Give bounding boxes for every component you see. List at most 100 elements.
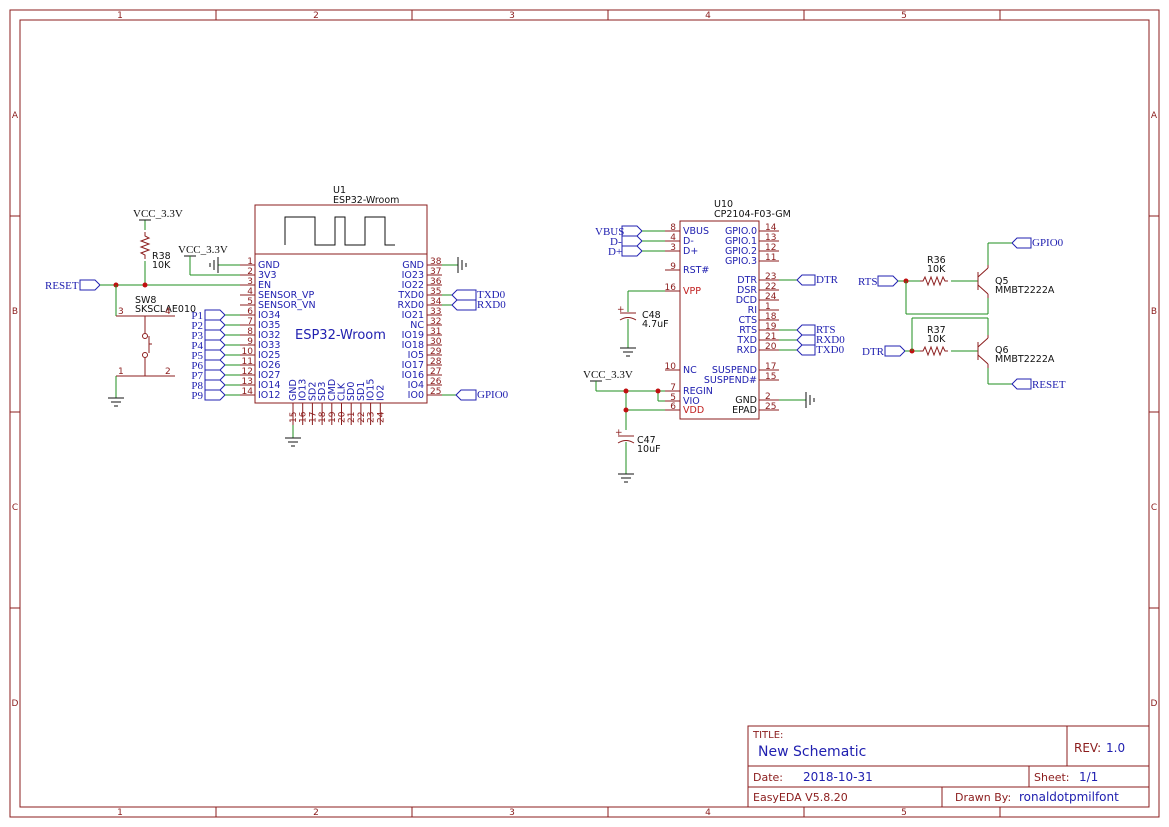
u1-pin-name: IO21 <box>402 310 424 321</box>
u1-pin-name: IO14 <box>258 380 280 391</box>
u1-esp32-module[interactable]: U1 ESP32-Wroom ESP32-Wroom <box>254 185 428 404</box>
u10-pin-num: 21 <box>765 332 776 342</box>
u1-pin-name: SENSOR_VN <box>258 300 316 311</box>
u10-pin-name: DTR <box>737 275 757 286</box>
reset-port-flag <box>79 279 101 291</box>
tool-version: EasyEDA V5.8.20 <box>753 791 848 804</box>
sw8-pin3: 3 <box>118 307 124 317</box>
io-net-label: P7 <box>191 370 203 382</box>
u1-pin-name: SENSOR_VP <box>258 290 314 301</box>
sheet-frame <box>9 9 1160 818</box>
u1-pin-num: 38 <box>430 257 442 267</box>
drawn-by-value: ronaldotpmilfont <box>1019 790 1119 804</box>
u1-pin-num: 4 <box>247 287 253 297</box>
u10-pin-num: 10 <box>665 362 677 372</box>
u10-pin-num: 22 <box>765 282 776 292</box>
u10-pin-num: 25 <box>765 402 776 412</box>
u1-pin-name: IO32 <box>258 330 280 341</box>
io-port-flag <box>204 309 226 321</box>
u10-pin-num: 4 <box>670 233 676 243</box>
reset-net-label-q: RESET <box>1032 379 1066 391</box>
u1-pin-name: SD2 <box>307 382 318 401</box>
u10-pin-name: GPIO.1 <box>725 236 757 247</box>
svg-text:+: + <box>617 305 625 315</box>
u1-pin-num: 7 <box>247 317 253 327</box>
row-label-right-d: D <box>1151 699 1158 709</box>
rxd0-net-label-esp: RXD0 <box>477 299 506 311</box>
u1-ref: U1 <box>333 185 346 196</box>
u1-pin-name: RXD0 <box>398 300 424 311</box>
u1-pin-num: 1 <box>247 257 253 267</box>
col-label-bottom-1: 1 <box>117 808 123 818</box>
u10-pin-num: 14 <box>765 223 777 233</box>
dplus-net-label: D+ <box>608 246 622 258</box>
u10-value: CP2104-F03-GM <box>714 209 791 220</box>
ground-icon <box>285 437 301 447</box>
u1-pin-name: NC <box>410 320 424 331</box>
u10-pin-name: GPIO.3 <box>725 256 757 267</box>
dtr-net-label-q: DTR <box>862 346 885 358</box>
u1-pin-name: IO5 <box>408 350 424 361</box>
sheet-value: 1/1 <box>1079 770 1098 784</box>
rxd0-port-flag-cp <box>796 334 816 346</box>
u10-pin-name: GPIO.0 <box>725 226 757 237</box>
u1-pin-name: IO23 <box>402 270 424 281</box>
txd0-net-label-esp: TXD0 <box>477 289 506 301</box>
u1-pin-num: 6 <box>247 307 253 317</box>
u1-pin-name: IO0 <box>408 390 424 401</box>
u10-pin-num: 1 <box>765 302 771 312</box>
txd0-net-label-cp: TXD0 <box>816 344 845 356</box>
row-label-left-b: B <box>12 307 18 317</box>
gpio0-port-flag-q <box>1011 237 1032 249</box>
sw8-value: SKSCLAE010 <box>135 304 196 315</box>
col-label-top-1: 1 <box>117 11 123 21</box>
r36-value: 10K <box>927 264 946 275</box>
title-label: TITLE: <box>752 730 783 741</box>
u1-pin-name: SD1 <box>356 382 367 401</box>
u1-pin-num: 8 <box>247 327 253 337</box>
u1-pin-name: IO19 <box>402 330 424 341</box>
io-net-label: P6 <box>191 360 203 372</box>
reset-port-flag-q <box>1011 378 1032 390</box>
io-port-flag <box>204 389 226 401</box>
u1-pin-num: 11 <box>242 357 253 367</box>
col-label-top-2: 2 <box>313 11 319 21</box>
io-port-flag <box>204 379 226 391</box>
u10-pin-name: RTS <box>739 325 757 336</box>
col-label-top-4: 4 <box>705 11 711 21</box>
u10-pin-name: REGIN <box>683 386 713 397</box>
dminus-net-label: D- <box>610 236 622 248</box>
u1-pin-name: CMD <box>327 379 338 401</box>
u1-pin-name: IO27 <box>258 370 280 381</box>
io-port-flag <box>204 349 226 361</box>
io-port-flag <box>204 329 226 341</box>
row-label-left-a: A <box>12 111 19 121</box>
gpio0-net-label-esp: GPIO0 <box>477 389 509 401</box>
io-port-flag <box>204 319 226 331</box>
u1-pin-name: 3V3 <box>258 270 277 281</box>
q6-transistor-icon <box>977 335 989 368</box>
u1-pin-name: EN <box>258 280 271 291</box>
u10-pin-num: 3 <box>670 243 676 253</box>
cp2104-left-nets: VBUS D- D+ + C48 4.7uF VCC_3.3V <box>583 225 669 483</box>
u1-pin-num: 31 <box>430 327 441 337</box>
rts-net-label-q: RTS <box>858 276 878 288</box>
u1-pin-num: 14 <box>242 387 254 397</box>
u1-pin-num: 16 <box>299 411 309 423</box>
col-label-top-3: 3 <box>509 11 515 21</box>
io-net-label: P1 <box>191 310 203 322</box>
reset-circuit: VCC_3.3V R38 10K RESET SW8 SKSCLAE010 3 … <box>45 208 240 407</box>
u1-pin-num: 24 <box>376 411 386 423</box>
io-net-label: P4 <box>191 340 203 352</box>
io-net-label: P2 <box>191 320 203 332</box>
u1-pin-name: IO26 <box>258 360 280 371</box>
sw8-pin2: 2 <box>165 367 171 377</box>
io-port-flag <box>204 359 226 371</box>
rxd0-net-label-cp: RXD0 <box>816 334 845 346</box>
u1-pin-name: CLK <box>337 382 348 401</box>
sw8-pin4: 4 <box>165 307 171 317</box>
u1-pin-num: 22 <box>357 412 367 423</box>
u10-pin-num: 8 <box>670 223 676 233</box>
